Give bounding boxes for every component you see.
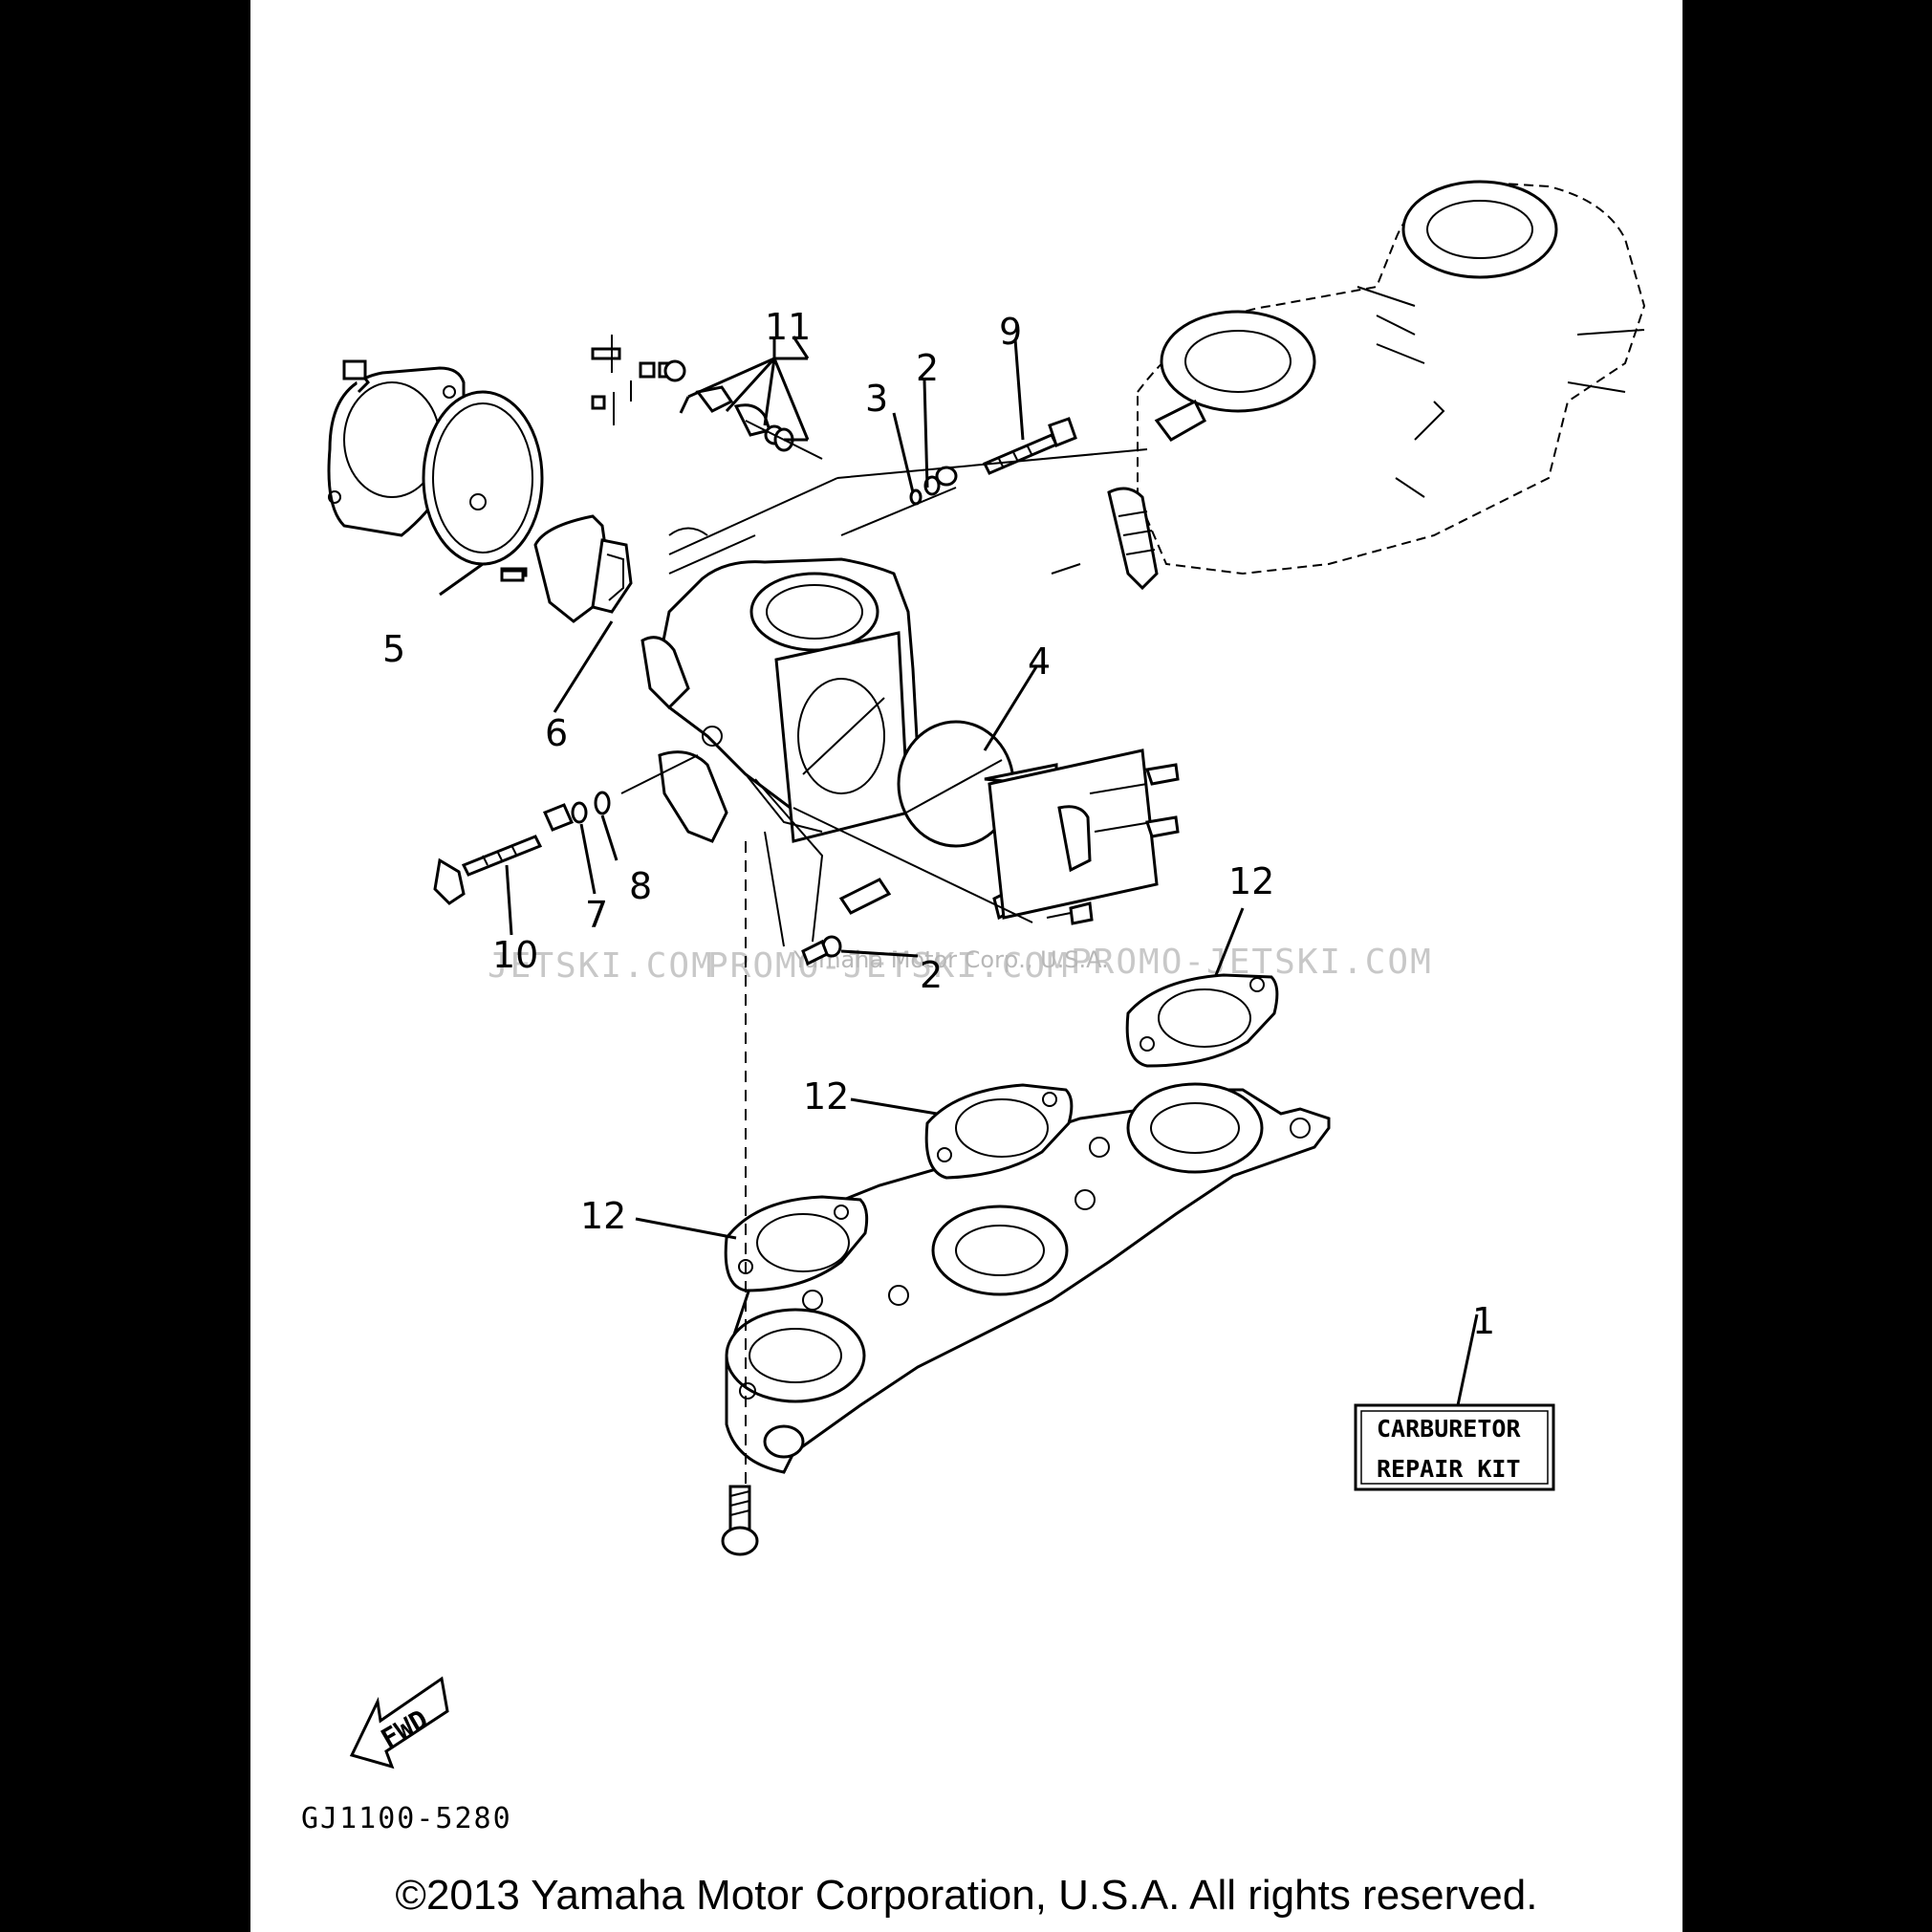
kit-line-1: CARBURETOR xyxy=(1377,1415,1521,1443)
adjust-screws xyxy=(433,417,1094,966)
bolts xyxy=(500,569,759,1556)
forward-arrow: FWD xyxy=(349,1676,449,1769)
kit-line-2: REPAIR KIT xyxy=(1377,1455,1521,1483)
copyright-notice: ©2013 Yamaha Motor Corporation, U.S.A. A… xyxy=(395,1872,1538,1919)
callout-7: 7 xyxy=(585,894,608,936)
diagram-code: GJ1100-5280 xyxy=(301,1802,512,1835)
callout-10: 10 xyxy=(492,934,538,976)
cover-plate-assembly xyxy=(897,720,1180,921)
callout-2-upper: 2 xyxy=(916,347,939,389)
leader-lines xyxy=(439,336,1479,1487)
twin-carburetor-body xyxy=(1051,180,1646,591)
callout-11: 11 xyxy=(765,306,811,348)
watermark-left: JETSKI.COM xyxy=(488,946,714,986)
callout-12-lower: 12 xyxy=(580,1195,626,1237)
callouts: 1 2 2 3 4 5 6 7 8 9 10 11 12 12 12 xyxy=(382,306,1495,1342)
callout-8: 8 xyxy=(629,865,652,907)
callout-4: 4 xyxy=(1028,640,1051,683)
repair-kit-label: CARBURETOR REPAIR KIT xyxy=(1354,1403,1555,1491)
callout-9: 9 xyxy=(999,311,1022,353)
callout-3: 3 xyxy=(865,378,888,420)
pump-cover-assembly xyxy=(327,359,633,623)
callout-6: 6 xyxy=(545,712,568,754)
intake-manifold xyxy=(725,1082,1331,1474)
watermark: JETSKI.COM PROMO-JETSKI.COM PROMO-JETSKI… xyxy=(488,943,1431,986)
carburetor-body xyxy=(640,527,920,843)
callout-12-middle: 12 xyxy=(803,1075,849,1118)
callout-12-upper: 12 xyxy=(1228,860,1274,902)
gaskets xyxy=(724,973,1279,1292)
diagram-sheet xyxy=(250,0,1682,1932)
callout-1: 1 xyxy=(1472,1300,1495,1342)
callout-2-lower: 2 xyxy=(920,954,943,996)
callout-5: 5 xyxy=(382,628,405,670)
small-parts-top xyxy=(591,335,794,452)
